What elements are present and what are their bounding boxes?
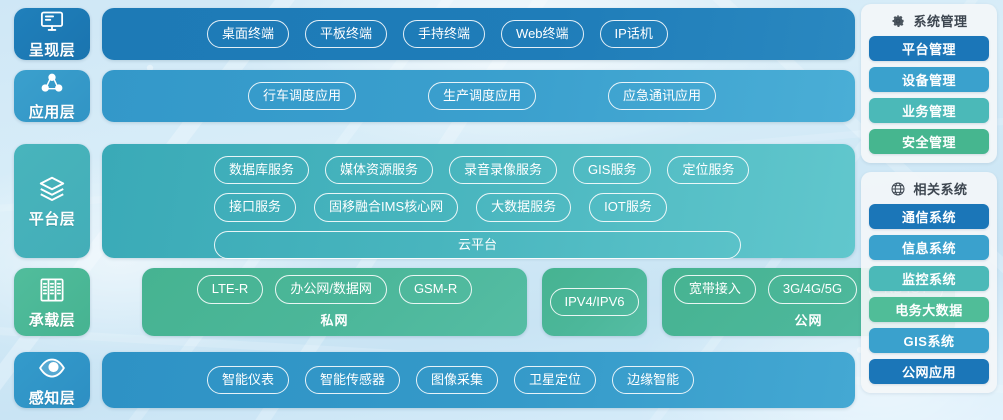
chip-application-2[interactable]: 应急通讯应用 — [608, 81, 717, 111]
panel-item-information-system[interactable]: 信息系统 — [869, 235, 989, 260]
panel-item-label: 安全管理 — [901, 135, 956, 150]
panel-item-label: 电务大数据 — [895, 303, 963, 318]
chip-platform-1-3[interactable]: IOT服务 — [589, 193, 667, 222]
layer-body-platform: 数据库服务 媒体资源服务 录音录像服务 GIS服务 定位服务 接口服务 固移融合… — [102, 144, 855, 259]
chip-application-0[interactable]: 行车调度应用 — [248, 81, 357, 111]
chip-presentation-4[interactable]: IP话机 — [599, 19, 668, 49]
net-group-public-title: 公网 — [794, 312, 823, 328]
panel-item-railway-big-data[interactable]: 电务大数据 — [869, 297, 989, 322]
eye-icon — [39, 358, 65, 377]
panel-item-label: GIS系统 — [903, 334, 955, 349]
chip-presentation-2[interactable]: 手持终端 — [403, 19, 486, 49]
chip-platform-1-0[interactable]: 接口服务 — [214, 193, 297, 222]
platform-row-cloud: 云平台 — [118, 230, 839, 259]
panel-item-communication-system[interactable]: 通信系统 — [869, 204, 989, 229]
chip-platform-cloud[interactable]: 云平台 — [214, 230, 741, 259]
layer-label-platform: 平台层 — [28, 210, 76, 228]
panel-system-management: 系统管理 平台管理 设备管理 业务管理 安全管理 — [861, 4, 997, 163]
layer-body-presentation: 桌面终端 平板终端 手持终端 Web终端 IP话机 — [102, 8, 855, 60]
layer-label-presentation: 呈现层 — [28, 42, 76, 59]
layer-label-perception: 感知层 — [28, 389, 76, 407]
chip-platform-0-4[interactable]: 定位服务 — [667, 156, 750, 185]
server-rack-icon — [40, 278, 64, 301]
network-nodes-icon — [41, 73, 63, 92]
panel-system-management-title: 系统管理 — [913, 14, 968, 29]
chip-perception-0[interactable]: 智能仪表 — [207, 365, 290, 395]
panel-item-business-management[interactable]: 业务管理 — [869, 98, 989, 123]
chip-presentation-3[interactable]: Web终端 — [501, 19, 584, 49]
panel-item-security-management[interactable]: 安全管理 — [869, 129, 989, 154]
layer-tab-bearer[interactable]: 承载层 — [14, 268, 90, 336]
net-group-private-chips: LTE-R 办公网/数据网 GSM-R — [196, 275, 473, 304]
platform-row-0: 数据库服务 媒体资源服务 录音录像服务 GIS服务 定位服务 — [118, 156, 839, 185]
panel-item-public-network-application[interactable]: 公网应用 — [869, 359, 989, 384]
panel-related-systems: 相关系统 通信系统 信息系统 监控系统 电务大数据 GIS系统 公网应用 — [861, 172, 997, 393]
chip-perception-1[interactable]: 智能传感器 — [305, 365, 401, 395]
net-group-ip-chips: IPV4/IPV6 — [549, 287, 640, 317]
net-group-ip: IPV4/IPV6 — [542, 268, 647, 336]
panel-item-label: 监控系统 — [901, 272, 956, 287]
chip-platform-0-2[interactable]: 录音录像服务 — [449, 156, 558, 185]
layer-label-application: 应用层 — [28, 104, 76, 121]
monitor-icon — [40, 11, 64, 31]
panel-item-gis-system[interactable]: GIS系统 — [869, 328, 989, 353]
chip-application-1[interactable]: 生产调度应用 — [428, 81, 537, 111]
gear-icon — [892, 14, 905, 27]
panel-item-platform-management[interactable]: 平台管理 — [869, 36, 989, 61]
panel-item-label: 平台管理 — [901, 42, 956, 57]
panel-item-label: 信息系统 — [901, 241, 956, 256]
globe-icon — [891, 182, 905, 195]
chip-bearer-private-2[interactable]: GSM-R — [398, 275, 473, 304]
panel-item-label: 设备管理 — [901, 73, 956, 88]
layer-tab-perception[interactable]: 感知层 — [14, 352, 90, 408]
layer-tab-application[interactable]: 应用层 — [14, 70, 90, 122]
panel-item-label: 公网应用 — [901, 365, 956, 380]
chip-platform-1-1[interactable]: 固移融合IMS核心网 — [314, 193, 459, 222]
chip-platform-1-2[interactable]: 大数据服务 — [476, 193, 572, 222]
chip-bearer-private-0[interactable]: LTE-R — [196, 275, 264, 304]
chip-perception-4[interactable]: 边缘智能 — [612, 365, 695, 395]
chip-bearer-public-0[interactable]: 宽带接入 — [673, 275, 756, 304]
chip-presentation-0[interactable]: 桌面终端 — [207, 19, 290, 49]
layer-body-bearer: LTE-R 办公网/数据网 GSM-R 私网 IPV4/IPV6 宽带接入 3G… — [102, 268, 955, 336]
layers-stack-icon — [39, 176, 65, 201]
layer-tab-presentation[interactable]: 呈现层 — [14, 8, 90, 60]
layer-label-bearer: 承载层 — [28, 311, 76, 329]
panel-related-systems-header: 相关系统 — [869, 179, 989, 198]
chip-bearer-public-1[interactable]: 3G/4G/5G — [767, 275, 858, 304]
chip-perception-2[interactable]: 图像采集 — [416, 365, 499, 395]
panel-related-systems-title: 相关系统 — [913, 182, 968, 197]
chip-platform-0-1[interactable]: 媒体资源服务 — [325, 156, 434, 185]
chip-platform-0-3[interactable]: GIS服务 — [573, 156, 652, 185]
chip-presentation-1[interactable]: 平板终端 — [305, 19, 388, 49]
panel-item-monitoring-system[interactable]: 监控系统 — [869, 266, 989, 291]
panel-item-label: 业务管理 — [901, 104, 956, 119]
chip-platform-0-0[interactable]: 数据库服务 — [214, 156, 310, 185]
net-group-private-title: 私网 — [320, 312, 349, 328]
chip-perception-3[interactable]: 卫星定位 — [514, 365, 597, 395]
panel-item-device-management[interactable]: 设备管理 — [869, 67, 989, 92]
platform-row-1: 接口服务 固移融合IMS核心网 大数据服务 IOT服务 — [118, 193, 839, 222]
net-group-private: LTE-R 办公网/数据网 GSM-R 私网 — [142, 268, 527, 336]
panel-system-management-header: 系统管理 — [869, 11, 989, 30]
panel-item-label: 通信系统 — [901, 210, 956, 225]
chip-bearer-private-1[interactable]: 办公网/数据网 — [275, 275, 387, 304]
layer-body-perception: 智能仪表 智能传感器 图像采集 卫星定位 边缘智能 — [102, 352, 855, 408]
layer-body-application: 行车调度应用 生产调度应用 应急通讯应用 — [102, 70, 855, 122]
chip-bearer-ip-0[interactable]: IPV4/IPV6 — [549, 287, 640, 317]
layer-tab-platform[interactable]: 平台层 — [14, 144, 90, 258]
